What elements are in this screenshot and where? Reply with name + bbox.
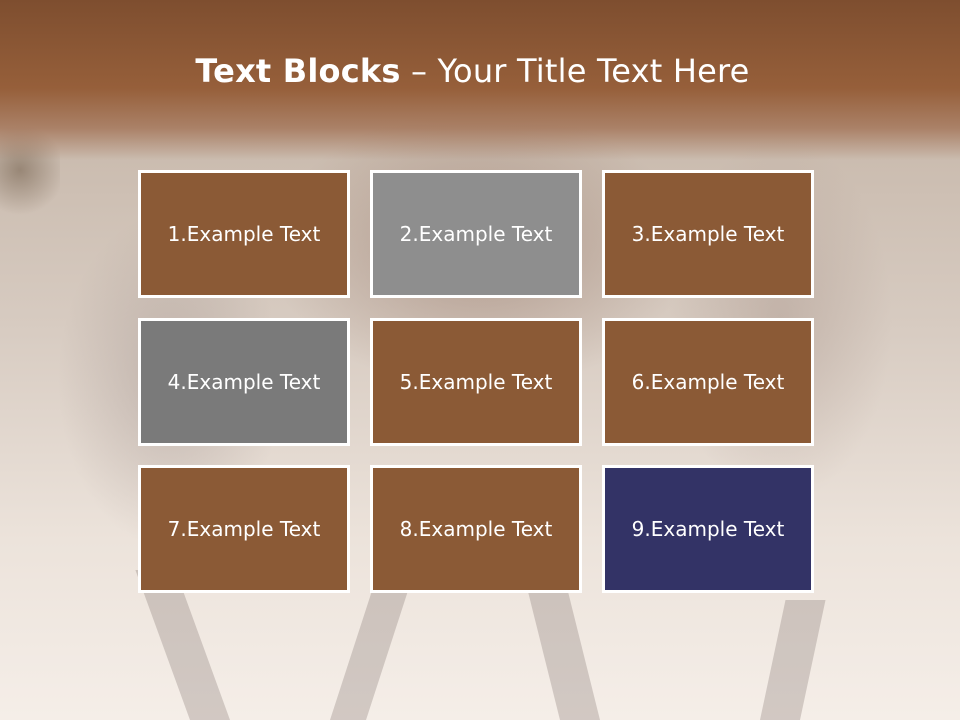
text-block-8[interactable]: 8.Example Text bbox=[370, 465, 582, 593]
slide-title[interactable]: Text Blocks – Your Title Text Here bbox=[0, 52, 945, 90]
text-block-5[interactable]: 5.Example Text bbox=[370, 318, 582, 446]
shadow-shape bbox=[525, 580, 600, 720]
text-block-label: 8.Example Text bbox=[399, 517, 553, 541]
shadow-shape bbox=[330, 590, 409, 720]
text-block-2[interactable]: 2.Example Text bbox=[370, 170, 582, 298]
text-block-7[interactable]: 7.Example Text bbox=[138, 465, 350, 593]
text-block-label: 1.Example Text bbox=[167, 222, 321, 246]
text-block-1[interactable]: 1.Example Text bbox=[138, 170, 350, 298]
text-block-label: 6.Example Text bbox=[631, 370, 785, 394]
text-block-label: 9.Example Text bbox=[631, 517, 785, 541]
title-band bbox=[0, 0, 960, 160]
text-block-label: 2.Example Text bbox=[399, 222, 553, 246]
shadow-shape bbox=[760, 600, 826, 720]
text-block-9[interactable]: 9.Example Text bbox=[602, 465, 814, 593]
text-block-4[interactable]: 4.Example Text bbox=[138, 318, 350, 446]
text-block-label: 4.Example Text bbox=[167, 370, 321, 394]
text-block-label: 5.Example Text bbox=[399, 370, 553, 394]
title-bold: Text Blocks bbox=[195, 52, 401, 90]
text-block-6[interactable]: 6.Example Text bbox=[602, 318, 814, 446]
text-block-3[interactable]: 3.Example Text bbox=[602, 170, 814, 298]
text-block-label: 3.Example Text bbox=[631, 222, 785, 246]
text-block-grid: 1.Example Text 2.Example Text 3.Example … bbox=[138, 170, 814, 594]
text-block-label: 7.Example Text bbox=[167, 517, 321, 541]
title-rest: – Your Title Text Here bbox=[400, 52, 750, 90]
